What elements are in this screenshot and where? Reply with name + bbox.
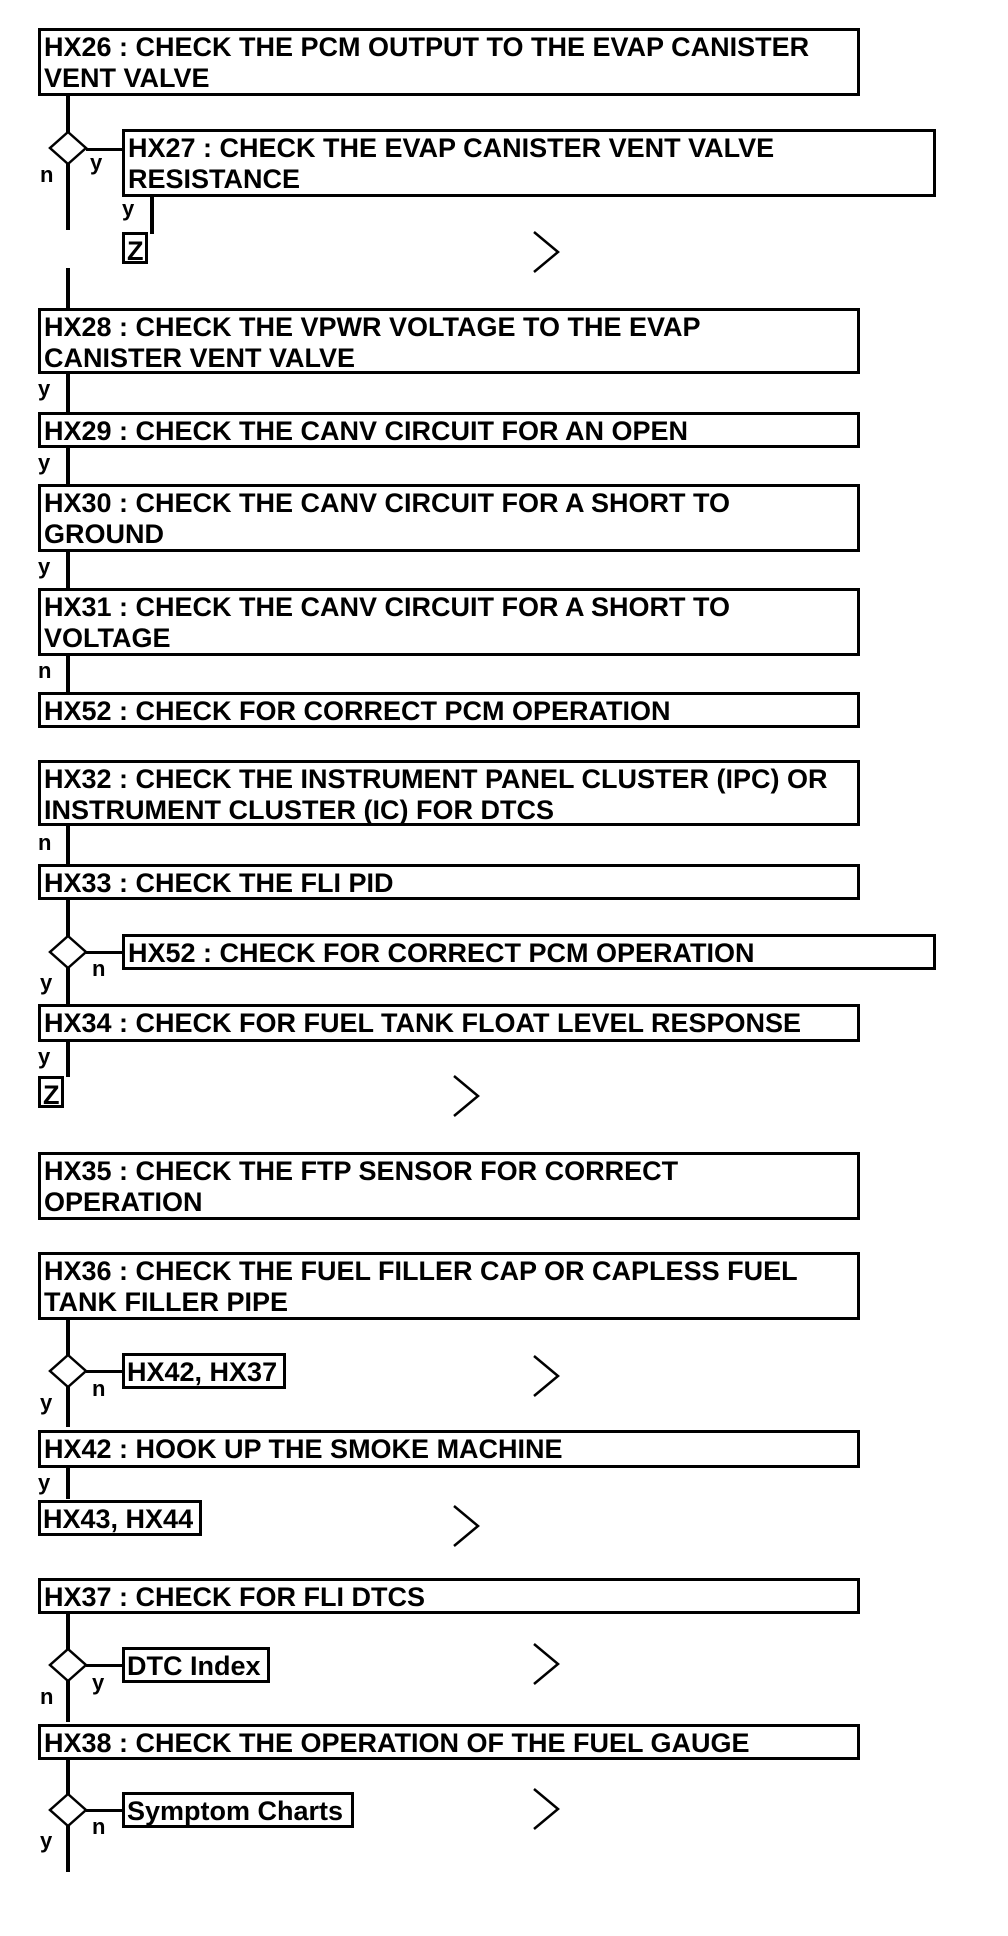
connector — [66, 964, 70, 1006]
connector — [86, 1664, 122, 1667]
branch-label-no: n — [92, 1814, 106, 1839]
connector — [66, 1758, 70, 1796]
branch-label-no: n — [92, 1376, 106, 1401]
connector — [66, 96, 70, 136]
connector — [66, 550, 70, 590]
connector — [66, 1465, 70, 1499]
connector — [66, 898, 70, 938]
branch-label-yes: y — [38, 1044, 51, 1069]
branch-label-yes: y — [122, 196, 135, 221]
jump-z[interactable]: Z — [122, 232, 148, 264]
connector — [66, 268, 70, 308]
decision-diamond — [48, 1792, 88, 1828]
decision-diamond — [48, 934, 88, 970]
branch-label-yes: y — [40, 970, 53, 995]
branch-label-no: n — [40, 162, 54, 187]
decision-diamond — [48, 1353, 88, 1389]
chevron-right-icon — [453, 1505, 480, 1547]
step-hx42[interactable]: HX42 : HOOK UP THE SMOKE MACHINE — [38, 1430, 860, 1468]
branch-label-yes: y — [38, 376, 51, 401]
connector — [66, 1319, 70, 1357]
connector — [150, 196, 154, 234]
branch-label-yes: y — [38, 1470, 51, 1495]
jump-symptom-charts[interactable]: Symptom Charts — [122, 1792, 354, 1828]
connector — [66, 1678, 70, 1722]
jump-dtc-index[interactable]: DTC Index — [122, 1647, 270, 1683]
connector — [66, 654, 70, 694]
chevron-right-icon — [453, 1075, 480, 1117]
step-hx31[interactable]: HX31 : CHECK THE CANV CIRCUIT FOR A SHOR… — [38, 588, 860, 656]
chevron-right-icon — [533, 1355, 560, 1397]
connector — [86, 1809, 122, 1812]
step-hx28[interactable]: HX28 : CHECK THE VPWR VOLTAGE TO THE EVA… — [38, 308, 860, 374]
jump-hx42-hx37[interactable]: HX42, HX37 — [122, 1353, 286, 1389]
connector — [66, 1039, 70, 1077]
step-hx27[interactable]: HX27 : CHECK THE EVAP CANISTER VENT VALV… — [122, 129, 936, 197]
decision-diamond — [48, 130, 88, 166]
step-hx26[interactable]: HX26 : CHECK THE PCM OUTPUT TO THE EVAP … — [38, 28, 860, 96]
step-hx52-secondary[interactable]: HX52 : CHECK FOR CORRECT PCM OPERATION — [122, 934, 936, 970]
connector — [66, 1612, 70, 1652]
branch-label-yes: y — [38, 554, 51, 579]
connector — [66, 1383, 70, 1427]
branch-label-yes: y — [40, 1390, 53, 1415]
step-hx30[interactable]: HX30 : CHECK THE CANV CIRCUIT FOR A SHOR… — [38, 484, 860, 552]
connector — [86, 1370, 122, 1373]
step-hx37[interactable]: HX37 : CHECK FOR FLI DTCS — [38, 1578, 860, 1614]
connector — [66, 825, 70, 865]
branch-label-no: n — [40, 1684, 54, 1709]
step-hx34[interactable]: HX34 : CHECK FOR FUEL TANK FLOAT LEVEL R… — [38, 1004, 860, 1042]
connector — [86, 951, 122, 954]
step-hx38[interactable]: HX38 : CHECK THE OPERATION OF THE FUEL G… — [38, 1724, 860, 1760]
step-hx36[interactable]: HX36 : CHECK THE FUEL FILLER CAP OR CAPL… — [38, 1252, 860, 1320]
jump-z[interactable]: Z — [38, 1076, 64, 1108]
jump-hx43-hx44[interactable]: HX43, HX44 — [38, 1500, 202, 1536]
connector — [66, 372, 70, 414]
connector — [66, 1822, 70, 1872]
branch-label-yes: y — [40, 1828, 53, 1853]
branch-label-no: n — [38, 658, 52, 683]
branch-label-yes: y — [92, 1670, 105, 1695]
chevron-right-icon — [533, 231, 560, 273]
branch-label-no: n — [92, 956, 106, 981]
branch-label-yes: y — [38, 450, 51, 475]
chevron-right-icon — [533, 1643, 560, 1685]
step-hx32[interactable]: HX32 : CHECK THE INSTRUMENT PANEL CLUSTE… — [38, 760, 860, 826]
connector — [66, 160, 70, 230]
step-hx52[interactable]: HX52 : CHECK FOR CORRECT PCM OPERATION — [38, 692, 860, 728]
step-hx33[interactable]: HX33 : CHECK THE FLI PID — [38, 864, 860, 900]
decision-diamond — [48, 1647, 88, 1683]
connector — [86, 148, 122, 151]
step-hx35[interactable]: HX35 : CHECK THE FTP SENSOR FOR CORRECT … — [38, 1152, 860, 1220]
branch-label-no: n — [38, 830, 52, 855]
chevron-right-icon — [533, 1788, 560, 1830]
step-hx29[interactable]: HX29 : CHECK THE CANV CIRCUIT FOR AN OPE… — [38, 412, 860, 448]
connector — [66, 446, 70, 486]
branch-label-yes: y — [90, 150, 103, 175]
